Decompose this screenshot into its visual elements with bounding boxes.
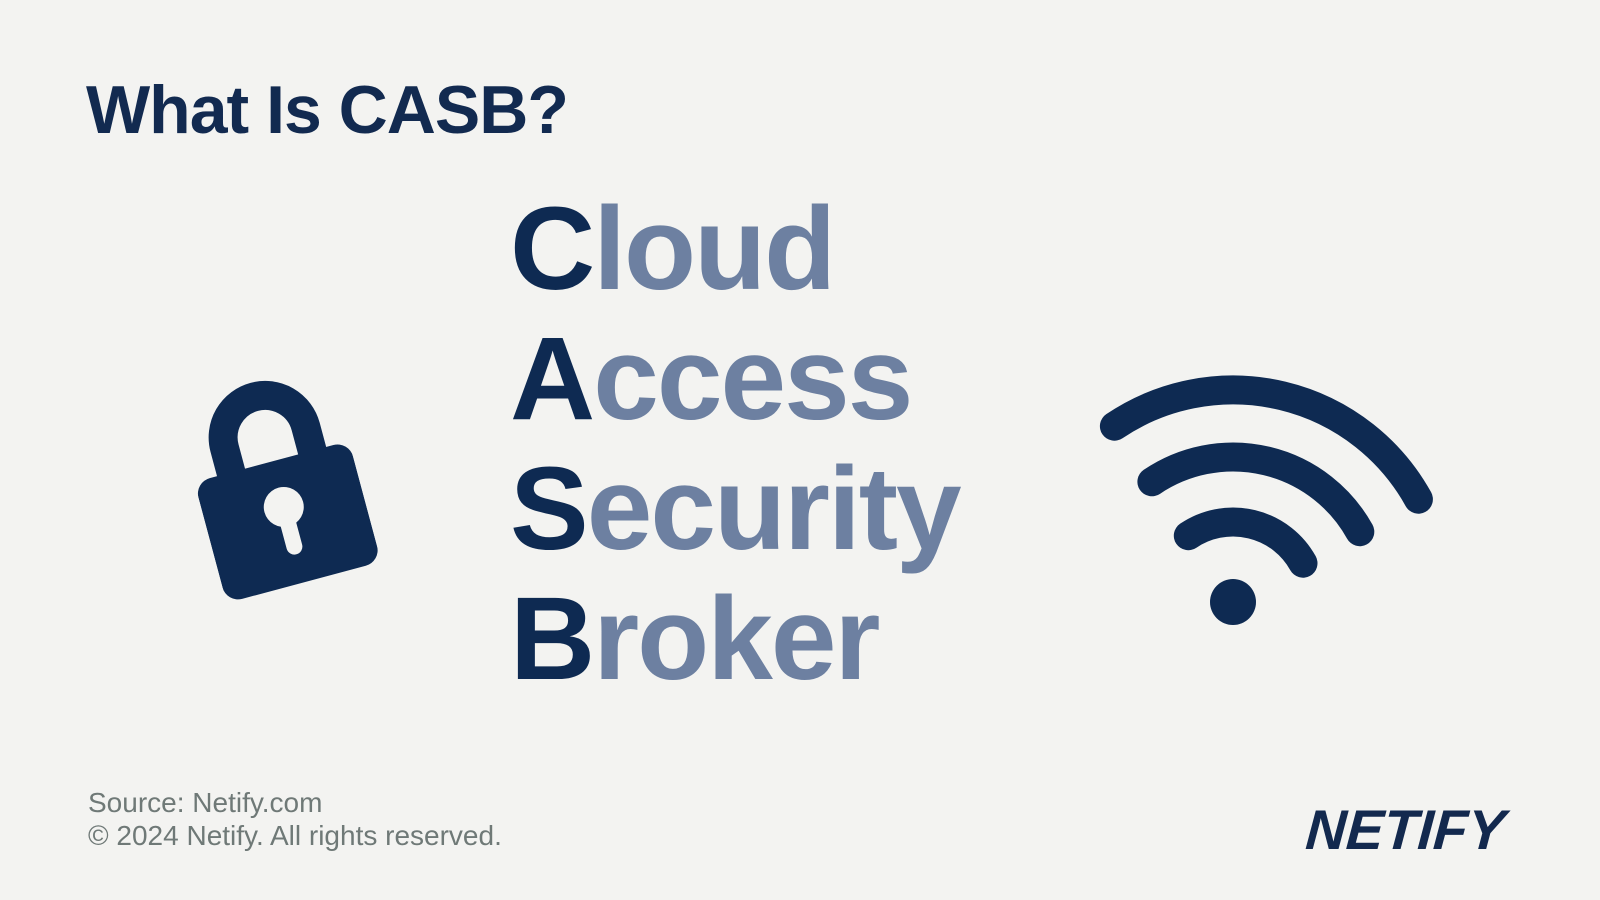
acronym-initial: C [510,183,595,315]
wifi-icon [1099,375,1433,625]
acronym-initial: A [510,313,595,445]
source-text: Source: Netify.com [88,787,323,818]
acronym-line-security: Security [510,443,962,575]
padlock-icon [170,351,381,605]
acronym-line-cloud: Cloud [510,184,960,314]
acronym-initial: S [510,443,589,575]
acronym-rest: ccess [593,313,913,445]
acronym-rest: loud [593,183,836,315]
acronym-line-broker: Broker [510,574,960,704]
copyright-text: © 2024 Netify. All rights reserved. [88,820,502,851]
acronym-rest: ecurity [586,443,962,575]
wifi-icon-svg [1099,375,1433,625]
acronym-initial: B [510,573,595,705]
page-title: What Is CASB? [86,72,569,148]
footer-block: Source: Netify.com © 2024 Netify. All ri… [88,786,502,852]
acronym-line-access: Access [510,314,960,444]
acronym-block: Cloud Access Security Broker [510,184,962,704]
acronym-rest: roker [593,573,880,705]
padlock-icon-svg [197,380,378,600]
netify-logo: NETIFY [1303,798,1508,861]
